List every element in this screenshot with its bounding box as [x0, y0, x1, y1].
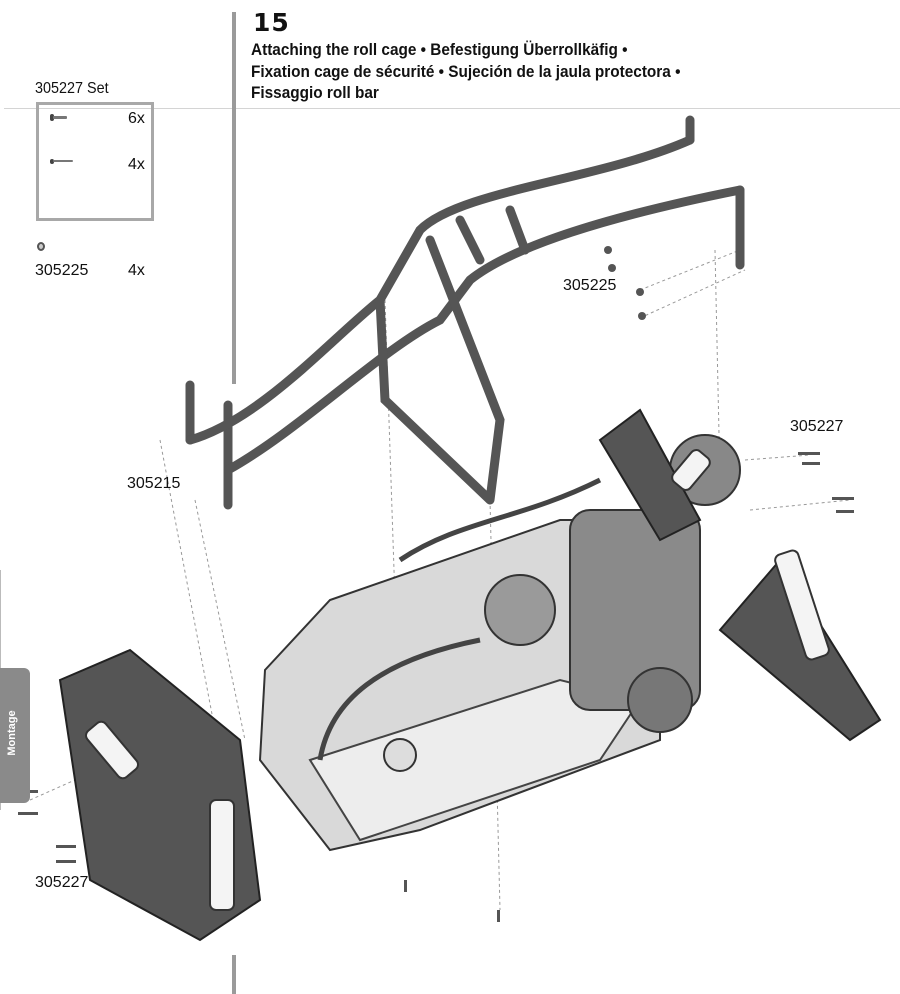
- part-qty: 4x: [128, 156, 145, 173]
- long-screw-shaft: [53, 116, 67, 119]
- short-screw-icon: [50, 159, 54, 164]
- column-divider-bottom: [232, 955, 236, 994]
- section-tab-label: Montage: [6, 710, 18, 756]
- buggy-chassis: [58, 408, 882, 942]
- parts-box: [36, 102, 154, 221]
- title-line-2: Fixation cage de sécurité • Sujeción de …: [251, 62, 681, 81]
- callout-screws-left: 305227: [35, 874, 89, 891]
- parts-set-label: 305227 Set: [35, 80, 109, 97]
- step-title: Attaching the roll cage • Befestigung Üb…: [251, 40, 846, 105]
- title-line-3: Fissaggio roll bar: [251, 84, 379, 102]
- callout-roll-cage: 305215: [127, 475, 181, 492]
- short-screw-shaft: [53, 160, 73, 162]
- section-tab: [0, 668, 30, 803]
- callout-screws-right: 305227: [790, 418, 844, 435]
- header-divider: [4, 108, 900, 109]
- long-screw-icon: [50, 114, 54, 121]
- part-qty: 6x: [128, 110, 145, 127]
- column-divider: [232, 12, 236, 384]
- roll-cage: [185, 115, 745, 510]
- loose-part-qty: 4x: [128, 262, 145, 279]
- loose-part-number: 305225: [35, 262, 89, 279]
- title-line-1: Attaching the roll cage • Befestigung Üb…: [251, 41, 628, 59]
- nut-icon: [37, 242, 45, 251]
- step-number: 15: [253, 8, 290, 37]
- callout-nut: 305225: [563, 277, 617, 294]
